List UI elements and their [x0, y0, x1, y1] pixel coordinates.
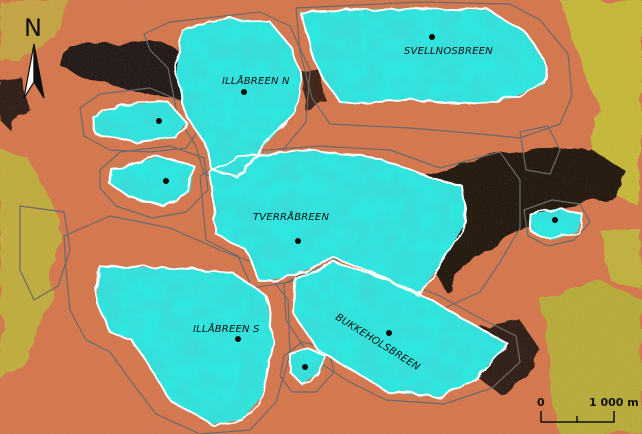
glacier-outlines: [91, 7, 583, 425]
illabreen-s-marker: [235, 336, 241, 342]
tverrabreen-label: TVERRÅBREEN: [253, 212, 330, 223]
svellnosbreen-marker: [429, 34, 435, 40]
illabreen-n-marker: [241, 89, 247, 95]
svellnosbreen-label: SVELLNOSBREEN: [404, 46, 493, 57]
tverrabreen-marker: [295, 238, 301, 244]
small-glacier-marker-1: [156, 118, 162, 124]
small-glacier-marker-3: [552, 217, 558, 223]
north-arrow-icon: [23, 43, 45, 99]
scale-bar: [540, 411, 615, 423]
scale-start-label: 0: [537, 396, 545, 409]
north-label: N: [24, 14, 42, 42]
illabreen-s-label: ILLÅBREEN S: [193, 324, 260, 335]
illabreen-n-label: ILLÅBREEN N: [222, 76, 290, 87]
small-glacier-marker-4: [302, 364, 308, 370]
bukkeholsbreen-marker: [386, 330, 392, 336]
scale-end-label: 1 000 m: [589, 396, 639, 409]
small-glacier-marker-2: [163, 178, 169, 184]
